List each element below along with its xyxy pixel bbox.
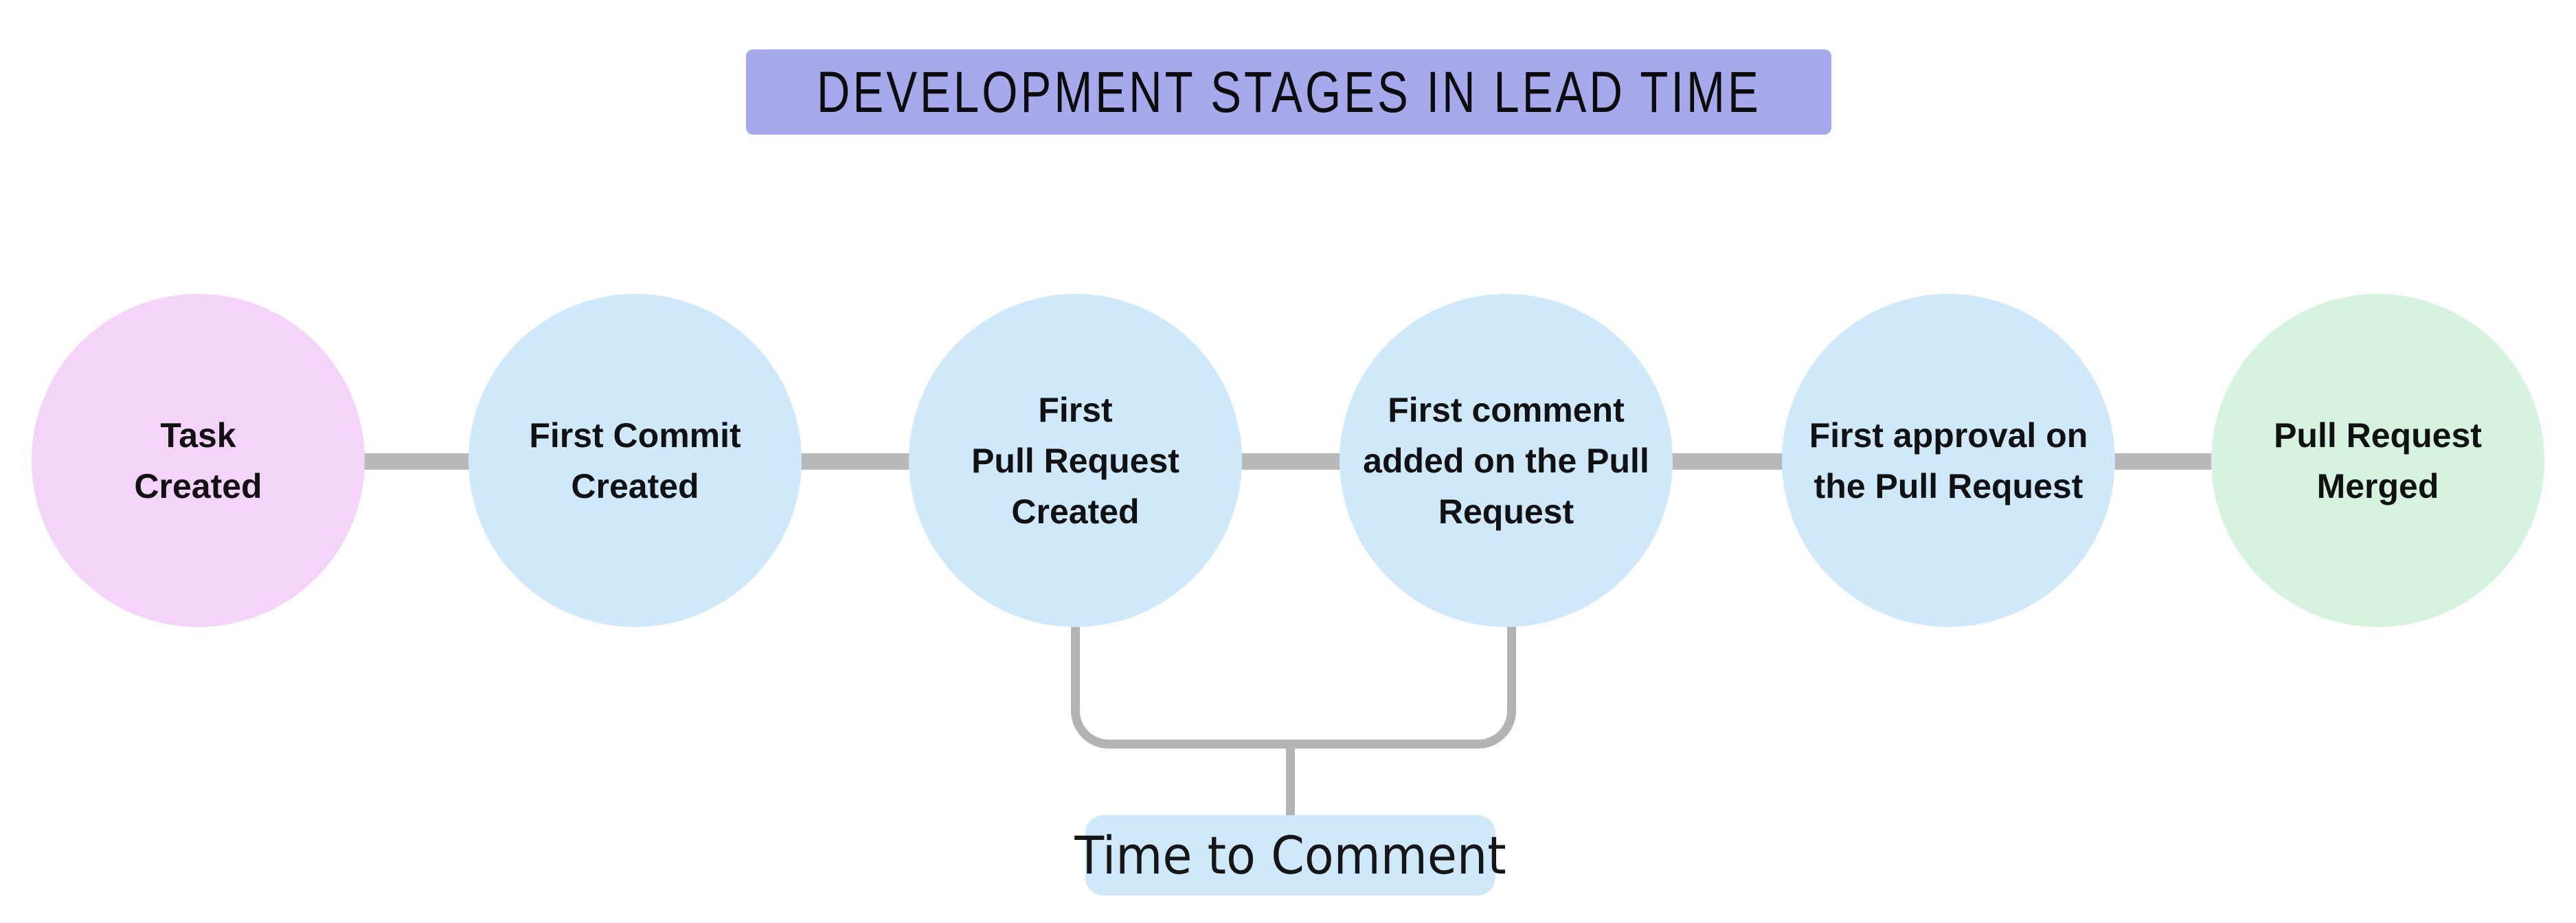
stage-label: First Commit Created — [529, 415, 741, 505]
stage-label: First Pull Request Created — [971, 390, 1179, 531]
stage-circle-task-created: Task Created — [32, 294, 365, 627]
time-span-bracket — [1071, 624, 1516, 749]
stage-circle-first-approval: First approval on the Pull Request — [1782, 294, 2115, 627]
time-span-bracket-stem — [1286, 747, 1295, 815]
title-banner: DEVELOPMENT STAGES IN LEAD TIME — [746, 49, 1831, 135]
time-to-comment-text: Time to Comment — [1074, 825, 1506, 886]
stage-circle-first-pull-request-created: First Pull Request Created — [909, 294, 1242, 627]
stage-circle-first-commit-created: First Commit Created — [468, 294, 802, 627]
stage-label: First comment added on the Pull Request — [1363, 390, 1649, 531]
stage-label: First approval on the Pull Request — [1809, 415, 2088, 505]
page-title: DEVELOPMENT STAGES IN LEAD TIME — [816, 59, 1761, 124]
time-to-comment-label: Time to Comment — [1074, 815, 1506, 896]
stage-circle-pull-request-merged: Pull Request Merged — [2211, 294, 2544, 627]
stage-label: Pull Request Merged — [2274, 415, 2482, 505]
stage-circle-first-comment-added: First comment added on the Pull Request — [1340, 294, 1673, 627]
stage-label: Task Created — [134, 415, 262, 505]
